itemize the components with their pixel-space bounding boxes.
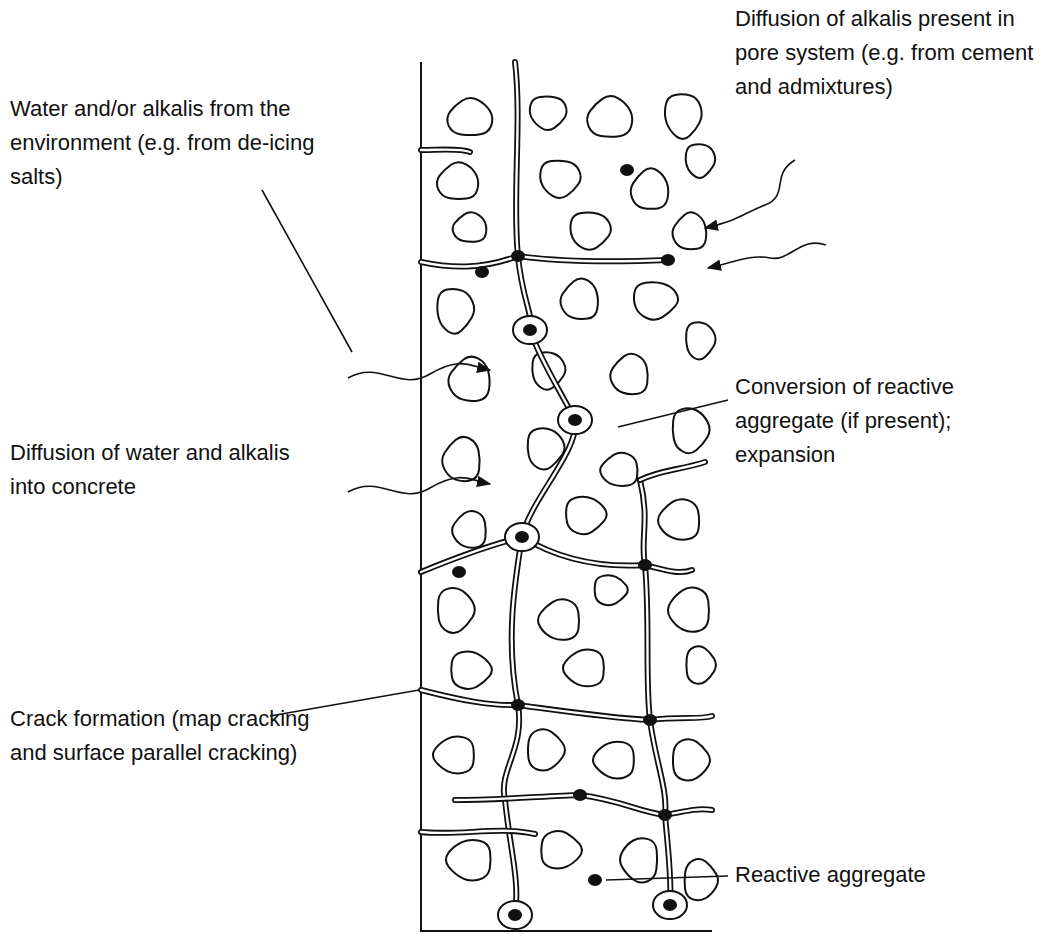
- wavy-arrow: [705, 160, 795, 228]
- crack: [640, 462, 705, 480]
- reactive-aggregate-dot: [658, 809, 672, 821]
- leader-line: [606, 876, 728, 880]
- crack-gap: [421, 256, 668, 267]
- wavy-arrow: [348, 364, 490, 380]
- aggregate: [560, 278, 598, 319]
- reactive-aggregate-dot: [511, 699, 525, 711]
- aggregate: [595, 575, 628, 605]
- aggregate: [658, 499, 699, 540]
- reaction-rim: [513, 316, 547, 344]
- aggregate: [538, 599, 579, 640]
- crack: [640, 480, 671, 905]
- leader-line: [618, 400, 728, 427]
- aggregate: [665, 94, 702, 139]
- aggregate: [433, 737, 474, 774]
- wavy-arrow: [348, 478, 490, 494]
- aggregate: [530, 97, 567, 130]
- aggregate: [634, 282, 678, 319]
- aggregate: [587, 96, 632, 137]
- reaction-rim: [558, 406, 592, 434]
- aggregate: [610, 354, 647, 395]
- reactive-aggregate-dot: [620, 164, 634, 176]
- label-text: Crack formation (map cracking and surfac…: [10, 706, 310, 765]
- crack-gap: [421, 831, 535, 834]
- aggregate: [437, 162, 478, 199]
- aggregate: [686, 322, 715, 359]
- label-text: Conversion of reactive aggregate (if pre…: [735, 374, 954, 467]
- crack-gap: [421, 150, 470, 153]
- aggregate: [686, 144, 715, 178]
- callout-label: Crack formation (map cracking and surfac…: [10, 702, 310, 770]
- aggregate: [442, 437, 479, 481]
- callout-label: Diffusion of water and alkalis into conc…: [10, 436, 290, 504]
- aggregate: [438, 588, 475, 633]
- reactive-aggregate-dot: [475, 266, 489, 278]
- crack: [421, 831, 535, 834]
- reactive-aggregate-dot: [515, 531, 529, 543]
- aggregate: [447, 98, 492, 135]
- reaction-rim: [653, 891, 687, 919]
- crack: [421, 256, 668, 267]
- label-text: Diffusion of alkalis present in pore sys…: [735, 6, 1033, 99]
- label-text: Diffusion of water and alkalis into conc…: [10, 440, 290, 499]
- aggregate: [446, 840, 491, 881]
- aggregate: [540, 161, 580, 198]
- crack-gap: [504, 62, 576, 915]
- slab-bottom: [421, 930, 712, 932]
- wavy-arrow: [708, 243, 826, 268]
- crack-gap: [640, 480, 671, 905]
- aggregate: [541, 831, 582, 869]
- reactive-aggregate-dot: [452, 566, 466, 578]
- aggregate: [600, 453, 637, 486]
- reactive-aggregate-dot: [523, 324, 537, 336]
- reaction-rim: [498, 901, 532, 929]
- aggregate: [620, 838, 657, 882]
- callout-label: Conversion of reactive aggregate (if pre…: [735, 370, 1035, 472]
- crack-gap: [640, 462, 705, 480]
- slab-surface: [420, 62, 422, 932]
- leader-line: [262, 190, 352, 352]
- reactive-aggregate-dot: [573, 789, 587, 801]
- aggregate: [668, 588, 709, 632]
- label-text: Reactive aggregate: [735, 862, 926, 887]
- crack-gap: [421, 690, 712, 720]
- callout-label: Water and/or alkalis from the environmen…: [10, 92, 340, 194]
- aggregate: [528, 729, 565, 770]
- aggregate: [593, 742, 634, 779]
- aggregate: [452, 511, 486, 548]
- callout-label: Reactive aggregate: [735, 858, 1035, 892]
- reaction-rim: [505, 523, 539, 551]
- reactive-aggregate-dot: [663, 899, 677, 911]
- aggregate: [685, 859, 718, 900]
- reactive-aggregate-dot: [661, 254, 675, 266]
- callout-label: Diffusion of alkalis present in pore sys…: [735, 2, 1040, 104]
- reactive-aggregate-dot: [638, 559, 652, 571]
- aggregate: [686, 646, 716, 684]
- aggregate: [673, 739, 710, 780]
- aggregate: [672, 212, 706, 249]
- crack: [421, 690, 712, 720]
- reactive-aggregate-dot: [568, 414, 582, 426]
- aggregate: [451, 651, 492, 689]
- crack: [504, 62, 576, 915]
- aggregate: [566, 497, 607, 534]
- aggregate: [437, 289, 474, 334]
- aggregate: [673, 408, 710, 453]
- aggregate: [570, 213, 610, 250]
- aggregate: [631, 168, 669, 209]
- reactive-aggregate-dot: [588, 874, 602, 886]
- reactive-aggregate-dot: [508, 909, 522, 921]
- aggregate: [453, 212, 487, 242]
- label-text: Water and/or alkalis from the environmen…: [10, 96, 314, 189]
- crack: [421, 150, 470, 153]
- reactive-aggregate-dot: [511, 250, 525, 262]
- aggregate: [563, 649, 604, 686]
- reactive-aggregate-dot: [643, 714, 657, 726]
